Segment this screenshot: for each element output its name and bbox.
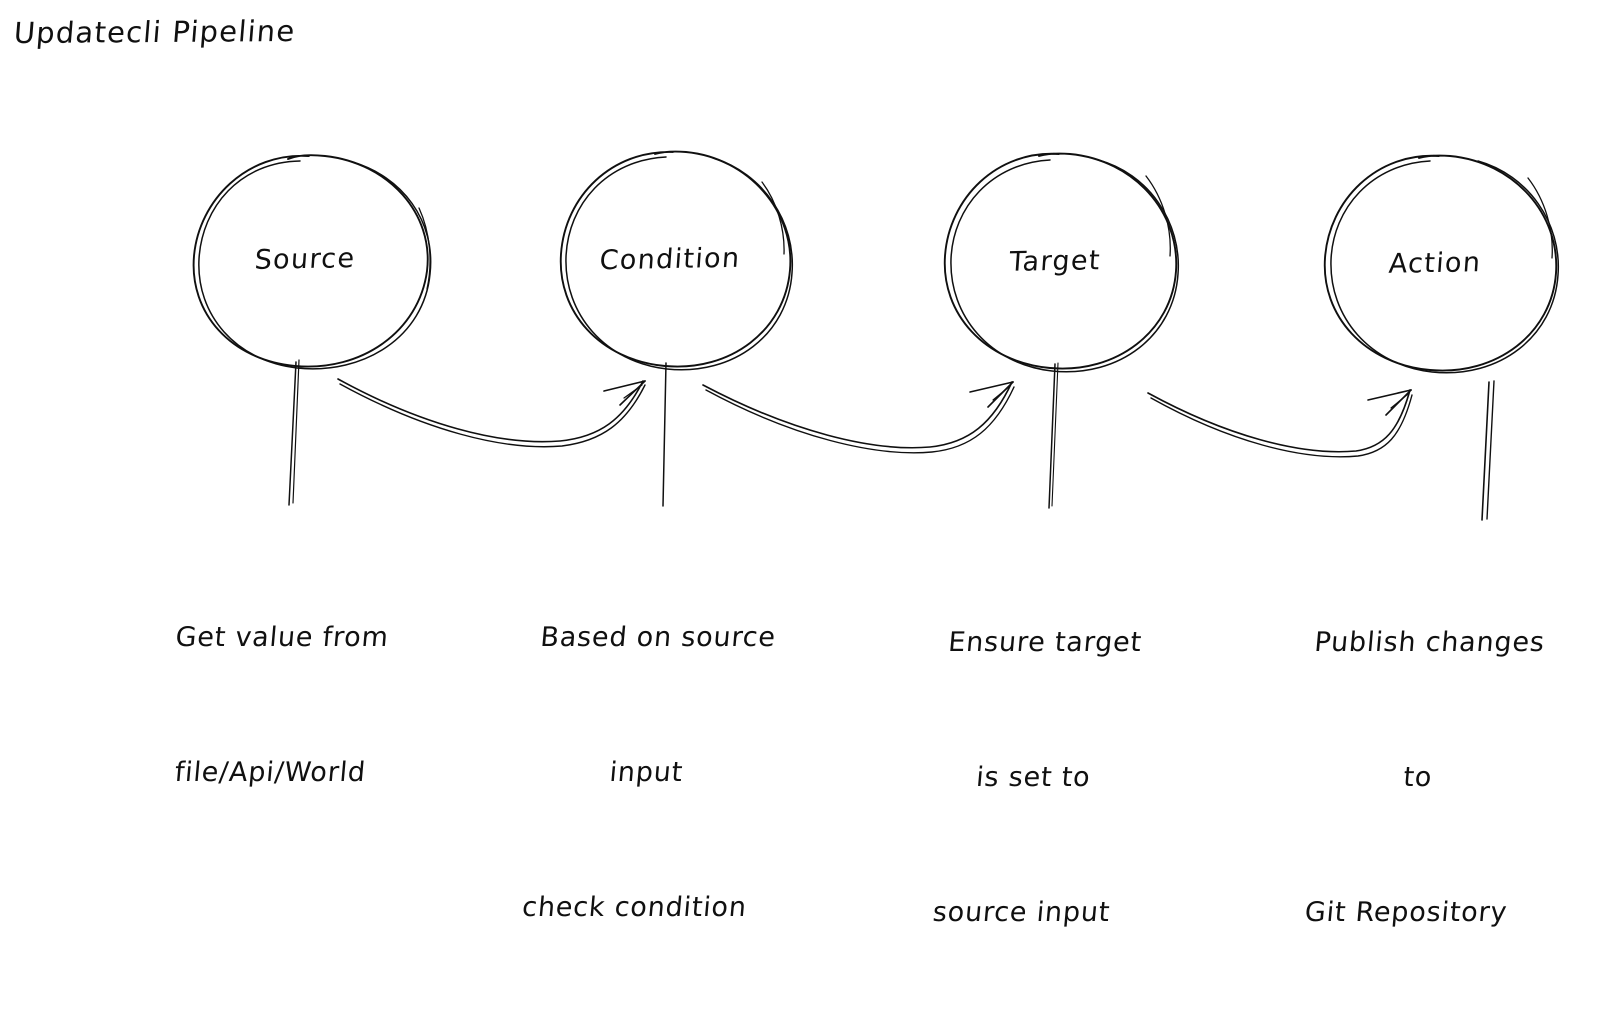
caption-line: check condition — [520, 892, 749, 923]
node-stem-condition — [662, 362, 667, 507]
node-caption-source: Get value from file/Api/World — [101, 525, 452, 885]
node-stem-source — [288, 359, 300, 506]
node-caption-condition: Based on source input check condition — [465, 525, 828, 1020]
caption-line: to — [1402, 762, 1434, 793]
caption-line: Based on source — [539, 622, 778, 653]
node-label-source: Source — [253, 243, 357, 276]
edge-target-action — [1147, 389, 1413, 458]
caption-line: Get value from — [174, 622, 391, 653]
node-circle-condition[interactable] — [559, 150, 794, 371]
caption-line: file/Api/World — [173, 757, 368, 788]
node-label-condition: Condition — [598, 242, 742, 277]
caption-line: Ensure target — [947, 627, 1144, 658]
caption-line: source input — [931, 897, 1112, 928]
node-circle-action[interactable] — [1323, 154, 1560, 374]
caption-line: Git Repository — [1303, 897, 1509, 928]
caption-line: is set to — [974, 762, 1092, 793]
node-label-target: Target — [1008, 245, 1102, 278]
page-title: Updatecli Pipeline — [12, 14, 297, 50]
node-label-action: Action — [1387, 247, 1483, 280]
node-circle-target[interactable] — [943, 152, 1180, 373]
caption-line: Publish changes — [1313, 627, 1547, 658]
edge-condition-target — [702, 381, 1015, 454]
caption-line: input — [608, 757, 685, 788]
node-caption-action: Publish changes to Git Repository — [1229, 530, 1607, 1025]
node-caption-target: Ensure target is set to source input — [852, 530, 1215, 1025]
node-stem-target — [1048, 362, 1059, 509]
edge-source-condition — [337, 378, 646, 448]
diagram-canvas: Updatecli Pipeline Source Condition Targ… — [12, 14, 1560, 928]
node-circle-source[interactable] — [192, 154, 432, 370]
node-stem-action — [1481, 380, 1495, 521]
sketch-strokes-layer — [192, 150, 1560, 521]
